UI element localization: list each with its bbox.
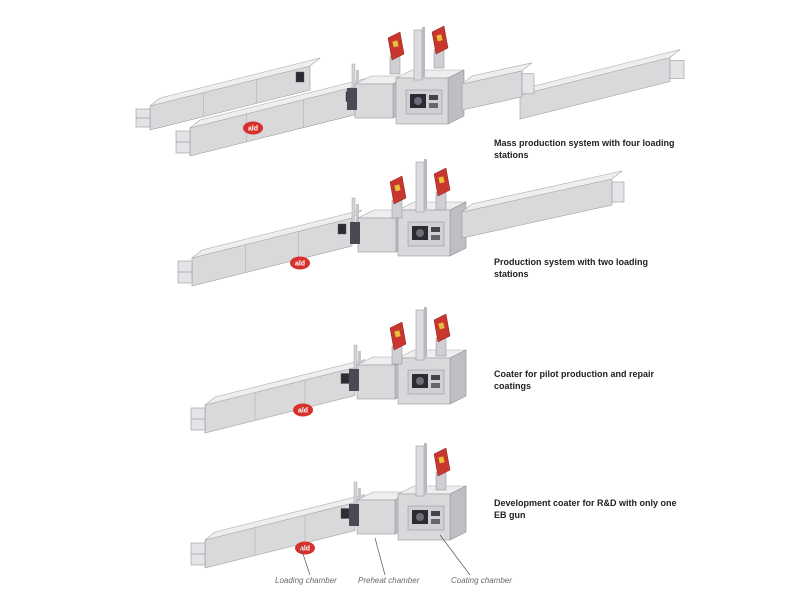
production-system: ald: [177, 159, 625, 287]
logo-text: ald: [248, 126, 258, 133]
chamber-leader-lines: [299, 534, 471, 576]
eb-gun-icon-0: [433, 447, 451, 491]
preheat-leader-line: [374, 537, 386, 576]
ald-logo-icon: ald: [243, 121, 263, 135]
eb-gun-icon-1: [431, 25, 449, 69]
eb-gun-icon-0: [387, 31, 405, 75]
gun-mast: [415, 159, 427, 213]
loading-chamber: [177, 209, 363, 287]
preheat-chamber-label: Preheat chamber: [358, 576, 420, 585]
exit-chamber: [461, 62, 535, 111]
exit-chamber: [461, 170, 625, 239]
preheat-door: [350, 222, 360, 244]
ald-logo-icon: ald: [295, 541, 315, 555]
ald-logo-icon: ald: [293, 403, 313, 417]
gun-mast: [415, 443, 427, 497]
preheat-door: [349, 504, 359, 526]
loading-chamber: [190, 494, 366, 569]
eb-gun-icon-0: [389, 321, 407, 365]
caption-development-coater: Development coater for R&D with only one…: [494, 498, 677, 520]
logo-text: ald: [295, 261, 305, 268]
logo-text: ald: [298, 408, 308, 415]
gun-mast: [415, 307, 427, 361]
caption-mass-production: Mass production system with four loading…: [494, 138, 675, 160]
loading-chamber: [190, 359, 366, 434]
caption-pilot-coater: Coater for pilot production and repair c…: [494, 369, 655, 391]
coating-viewport-panel: [407, 505, 445, 531]
preheat-door: [347, 88, 357, 110]
loading-leader-line: [299, 544, 311, 576]
development-coater-system: ald: [190, 443, 467, 569]
coating-leader-line: [439, 534, 471, 576]
loading-arm-back-0: [135, 57, 321, 131]
caption-production: Production system with two loading stati…: [494, 257, 649, 279]
coating-chamber-label: Coating chamber: [451, 576, 512, 585]
logo-text: ald: [300, 546, 310, 553]
loading-chamber-label: Loading chamber: [275, 576, 337, 585]
mass-production-system: ald: [135, 25, 685, 157]
eb-gun-icon-0: [389, 175, 407, 219]
pilot-coater-system: ald: [190, 307, 467, 434]
eb-gun-icon-1: [433, 167, 451, 211]
eb-gun-icon-1: [433, 313, 451, 357]
coating-viewport-panel: [407, 369, 445, 395]
preheat-door: [349, 369, 359, 391]
coating-viewport-panel: [405, 89, 443, 115]
coating-viewport-panel: [407, 221, 445, 247]
ald-logo-icon: ald: [290, 256, 310, 270]
loading-arm-right-0: [519, 49, 685, 120]
gun-mast: [413, 27, 425, 81]
